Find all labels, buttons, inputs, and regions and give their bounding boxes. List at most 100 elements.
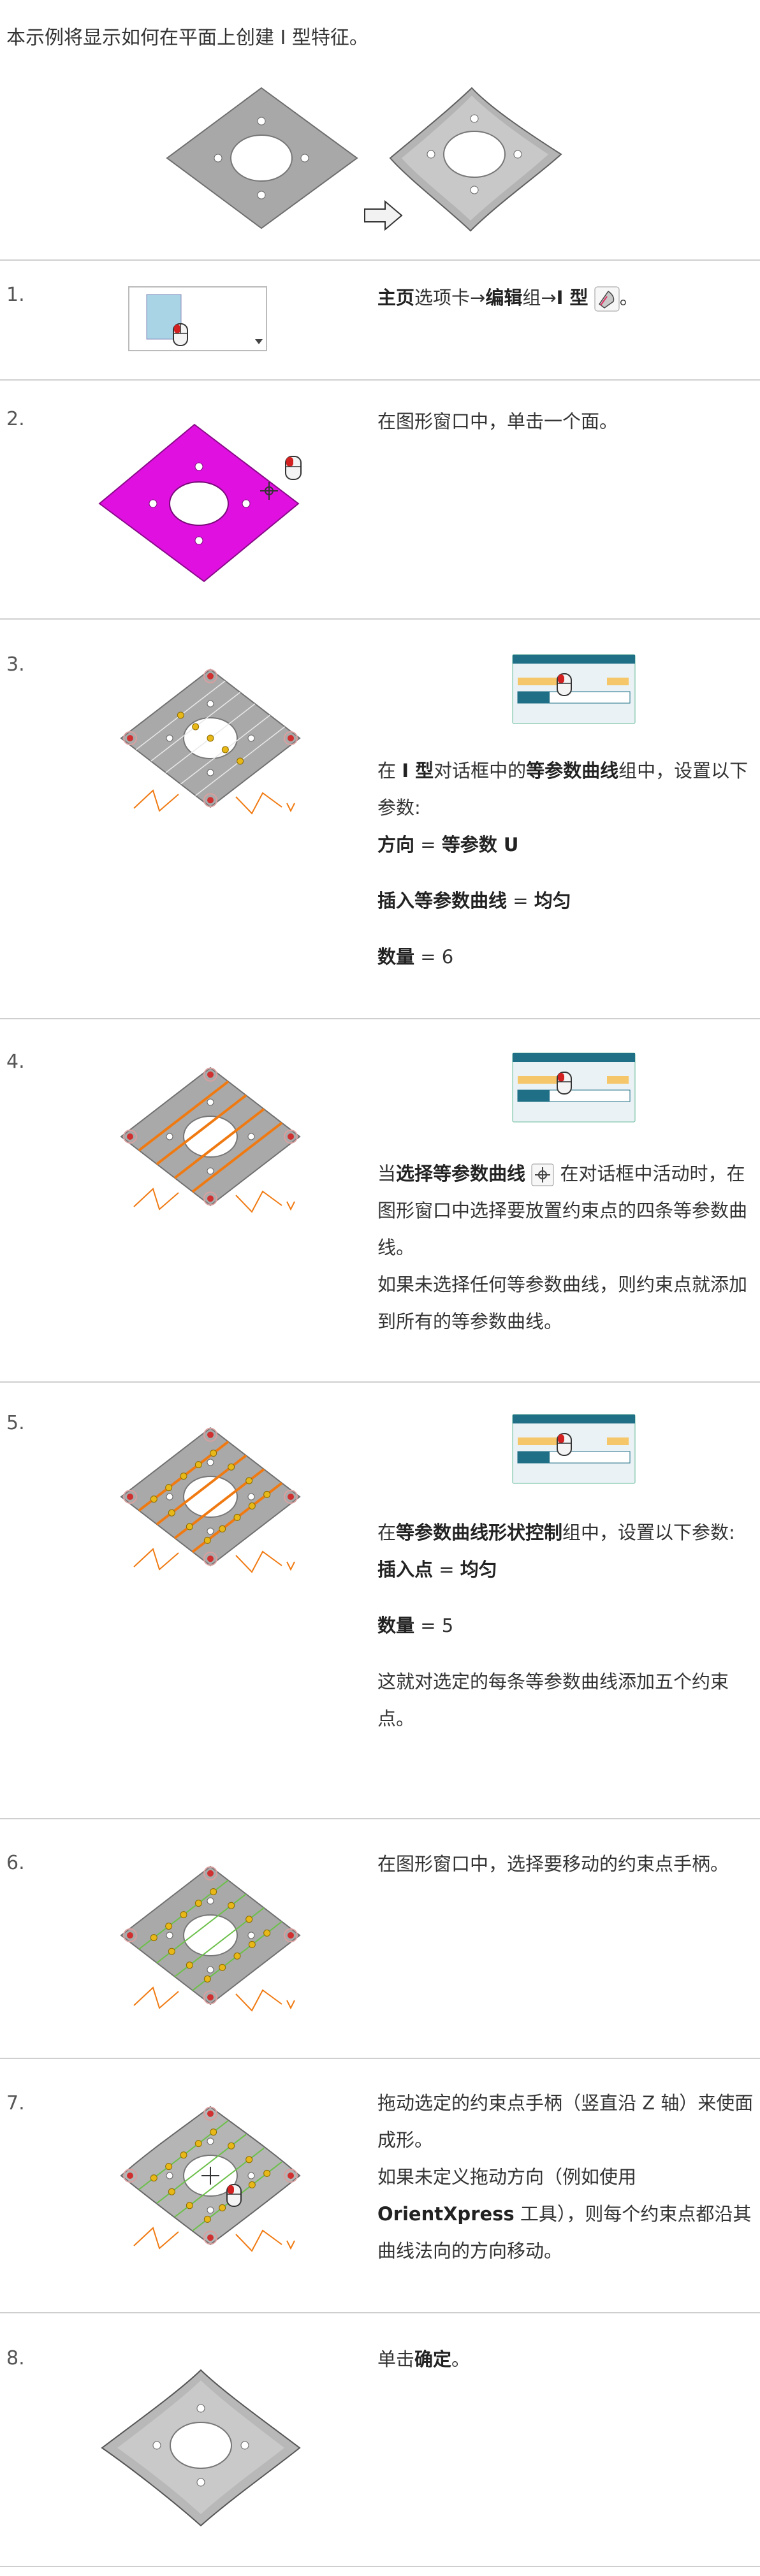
isoparam-plate-image <box>120 1427 301 1573</box>
bolt-hole <box>247 1932 255 1939</box>
constraint-point <box>150 1495 157 1503</box>
direction-arrows <box>133 1188 295 1213</box>
center-hole <box>183 1476 238 1518</box>
direction-arrows <box>133 1548 295 1573</box>
center-hole <box>183 1914 238 1956</box>
direction-arrows <box>133 2227 295 2252</box>
constraint-point <box>186 1523 193 1531</box>
bolt-hole <box>207 1098 214 1106</box>
constraint-point <box>168 2188 175 2195</box>
isoparam-curve <box>138 1081 230 1152</box>
constraint-handle <box>203 1552 217 1566</box>
constraint-handle <box>207 797 214 804</box>
bolt-hole <box>207 1897 214 1905</box>
isoparam-curve <box>191 1121 283 1193</box>
bolt-hole <box>207 2137 214 2145</box>
constraint-point <box>194 1900 202 1907</box>
constraint-handle <box>288 1133 294 1140</box>
center-hole <box>183 1116 238 1158</box>
constraint-handle <box>288 2172 294 2179</box>
constraint-handle <box>127 1932 133 1939</box>
constraint-point <box>194 1461 202 1469</box>
constraint-handle <box>207 1431 214 1438</box>
constraint-handle <box>127 735 133 741</box>
constraint-handle <box>123 1490 137 1504</box>
dialog-thumbnail <box>512 654 636 724</box>
step-3-text: 在 I 型对话框中的等参数曲线组中，设置以下参数: 方向 = 等参数 U 插入等… <box>377 760 749 968</box>
dialog-field <box>518 1090 550 1102</box>
constraint-handle <box>127 2172 133 2179</box>
constraint-point <box>263 1929 271 1937</box>
step-8-text: 单击确定。 <box>377 2348 471 2370</box>
constraint-handle <box>203 2106 217 2121</box>
constraint-handle <box>123 1928 137 1942</box>
ribbon-group-image <box>128 286 267 351</box>
constraint-handle <box>207 2110 214 2117</box>
constraint-handle <box>207 1555 214 1562</box>
bolt-hole <box>166 734 173 742</box>
mouse-icon <box>173 323 188 346</box>
bolt-hole <box>207 1527 214 1535</box>
bolt-hole <box>166 1932 173 1939</box>
constraint-point <box>150 2174 157 2182</box>
constraint-point <box>210 1450 217 1457</box>
isoparam-plate-image <box>120 1865 301 2012</box>
dialog-header <box>513 1053 635 1062</box>
bolt-hole <box>207 1167 214 1175</box>
constraint-handle <box>288 1494 294 1500</box>
constraint-point <box>180 1473 187 1480</box>
constraint-handle <box>288 735 294 741</box>
constraint-point <box>180 2151 187 2159</box>
constraint-point <box>219 1963 226 1971</box>
dialog-field <box>518 678 569 685</box>
constraint-handle <box>207 1071 214 1078</box>
arrow-right-icon <box>364 200 403 231</box>
step-7-text: 拖动选定的约束点手柄（竖直沿 Z 轴）来使面成形。 如果未定义拖动方向（例如使用… <box>377 2092 754 2262</box>
constraint-point <box>219 2204 226 2211</box>
dialog-field <box>518 1452 550 1463</box>
constraint-handle <box>284 1130 298 1144</box>
constraint-handle <box>123 2169 137 2183</box>
constraint-point <box>210 2128 217 2136</box>
divider <box>0 1018 760 1019</box>
step-number: 6. <box>6 1852 25 1874</box>
constraint-point <box>194 2140 202 2148</box>
direction-arrows <box>133 789 295 815</box>
constraint-handle <box>203 2230 217 2245</box>
constraint-point <box>233 1952 241 1960</box>
constraint-handle <box>284 1928 298 1942</box>
step-number: 8. <box>6 2347 25 2369</box>
isoparam-plate-image <box>120 1066 301 1213</box>
dialog-header <box>513 655 635 664</box>
bolt-hole <box>247 1493 255 1501</box>
bolt-hole <box>247 734 255 742</box>
isoparam-curve <box>173 1108 265 1179</box>
bolt-hole <box>166 1133 173 1140</box>
move-handle-icon <box>260 482 278 500</box>
constraint-point <box>248 1502 256 1510</box>
constraint-point <box>228 1902 235 1909</box>
constraint-handle <box>127 1494 133 1500</box>
divider <box>0 1818 760 1819</box>
constraint-handle <box>284 2169 298 2183</box>
final-plate-image <box>101 2369 301 2527</box>
dialog-frame <box>512 1414 636 1484</box>
bolt-hole <box>207 769 214 776</box>
constraint-point <box>203 1536 211 1544</box>
divider <box>0 259 760 261</box>
constraint-point <box>245 1477 253 1485</box>
bolt-hole <box>207 700 214 708</box>
step-number: 1. <box>6 284 25 306</box>
constraint-point <box>263 1490 271 1498</box>
constraint-handle <box>203 1067 217 1082</box>
constraint-point <box>248 2181 256 2188</box>
constraint-point <box>233 1513 241 1521</box>
step-number: 5. <box>6 1412 25 1434</box>
constraint-point <box>219 1525 226 1532</box>
divider <box>0 1381 760 1383</box>
divider <box>0 618 760 620</box>
isoparam-plate-image <box>120 668 301 815</box>
constraint-point <box>180 1911 187 1919</box>
constraint-point <box>210 1888 217 1896</box>
constraint-handle <box>207 2234 214 2241</box>
